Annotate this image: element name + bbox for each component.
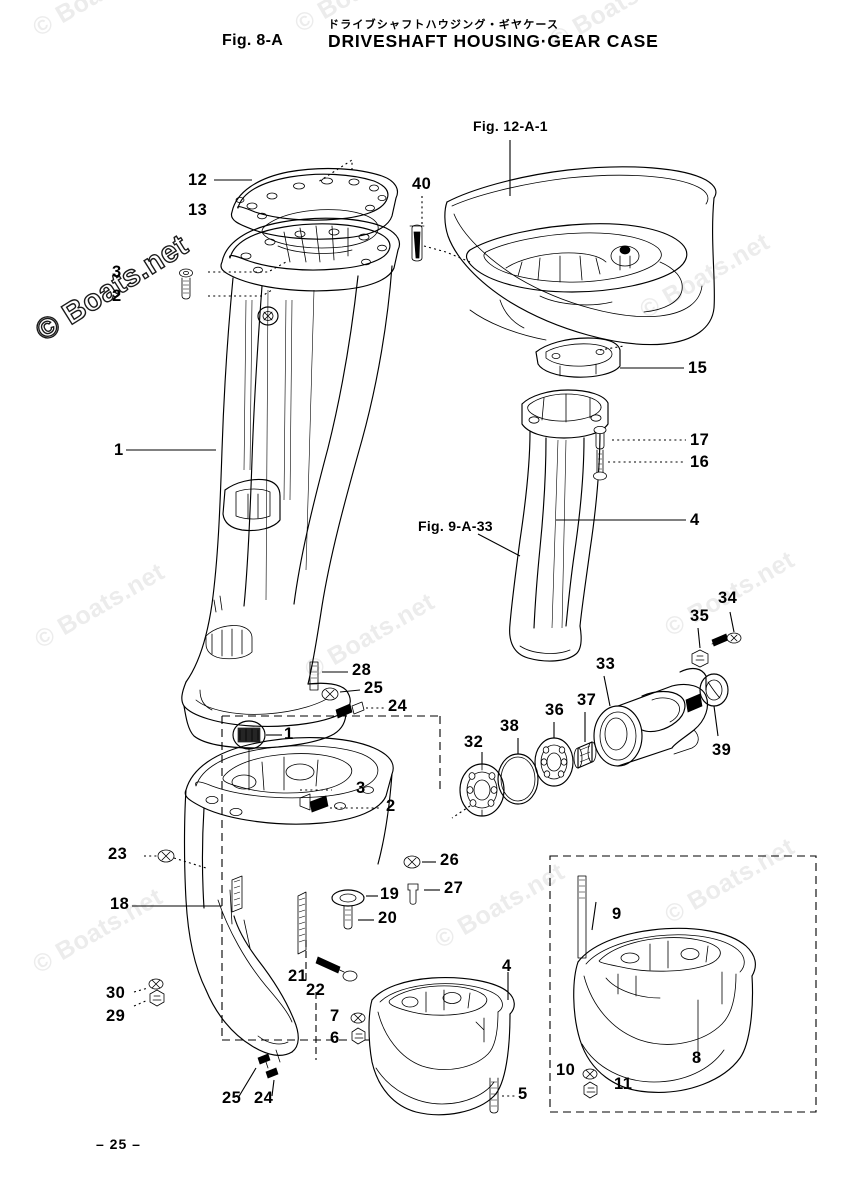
callout-10[interactable]: 10 (556, 1061, 576, 1079)
leader-39 (713, 705, 719, 737)
leader-32b (451, 805, 471, 819)
callout-34[interactable]: 34 (718, 589, 738, 607)
leader-34 (729, 611, 735, 633)
callout-13[interactable]: 13 (188, 201, 208, 219)
group-box-bottom-right (549, 855, 817, 1113)
callout-26[interactable]: 26 (440, 851, 460, 869)
callout-36[interactable]: 36 (545, 701, 565, 719)
page-title: DRIVESHAFT HOUSING·GEAR CASE (328, 31, 659, 51)
callout-4-upper[interactable]: 4 (690, 511, 700, 529)
callout-1-upper[interactable]: 1 (114, 441, 124, 459)
callout-16[interactable]: 16 (690, 453, 710, 471)
figure-number: Fig. 8-A (222, 32, 284, 49)
callout-12[interactable]: 12 (188, 171, 208, 189)
washer-7-6 (350, 1012, 366, 1045)
leader-25a (339, 689, 361, 693)
callout-17[interactable]: 17 (690, 431, 710, 449)
callout-2-upper[interactable]: 2 (112, 287, 122, 305)
bolt-washer-2-3 (179, 268, 193, 300)
callout-15[interactable]: 15 (688, 359, 708, 377)
callout-3-lower[interactable]: 3 (356, 779, 366, 797)
gear-case-bottom-center (368, 977, 515, 1116)
figure-reference-9a33[interactable]: Fig. 9-A-33 (418, 518, 493, 534)
fastener-25-24-bottom (257, 1053, 279, 1079)
callout-4-lower[interactable]: 4 (502, 957, 512, 975)
leader-23b (173, 857, 207, 869)
callout-3-upper[interactable]: 3 (112, 263, 122, 281)
callout-30[interactable]: 30 (106, 984, 126, 1002)
page-number: – 25 – (96, 1136, 141, 1152)
leader-2a (208, 289, 273, 297)
callout-28[interactable]: 28 (352, 661, 372, 679)
watermark: © Boats.net (660, 832, 800, 930)
washer-26 (403, 855, 421, 869)
drain-plug-19-20 (331, 889, 365, 930)
upper-casing-4 (509, 389, 609, 662)
watermark: © Boats.net (430, 857, 570, 955)
leader-fig9a33 (477, 533, 521, 557)
callout-9[interactable]: 9 (612, 905, 622, 923)
callout-7[interactable]: 7 (330, 1007, 340, 1025)
callout-24-lower[interactable]: 24 (254, 1089, 274, 1107)
leader-35 (697, 627, 701, 649)
callout-18[interactable]: 18 (110, 895, 130, 913)
callout-11[interactable]: 11 (614, 1075, 633, 1093)
washer-25 (321, 687, 339, 701)
callout-33[interactable]: 33 (596, 655, 616, 673)
watermark: © Boats.net (635, 227, 775, 325)
nuts-30-29 (148, 978, 165, 1007)
leader-30 (133, 987, 149, 993)
callout-5[interactable]: 5 (518, 1085, 528, 1103)
title-kana: ドライブシャフトハウジング・ギヤケース (328, 19, 560, 31)
callout-6[interactable]: 6 (330, 1029, 340, 1047)
leader-33 (603, 675, 611, 707)
callout-23[interactable]: 23 (108, 845, 128, 863)
callout-38[interactable]: 38 (500, 717, 520, 735)
callout-1-lower[interactable]: 1 (284, 725, 294, 743)
callout-21[interactable]: 21 (288, 967, 308, 985)
leader-13 (317, 158, 353, 183)
leader-40b (423, 245, 471, 263)
leader-3a (208, 261, 287, 273)
callout-29[interactable]: 29 (106, 1007, 126, 1025)
callout-19[interactable]: 19 (380, 885, 400, 903)
screw-24 (335, 701, 365, 719)
leader-9 (591, 901, 597, 931)
callout-40[interactable]: 40 (412, 175, 432, 193)
nut-23 (157, 849, 175, 863)
callout-25-upper[interactable]: 25 (364, 679, 384, 697)
bolt-3-2-lower (299, 793, 329, 813)
sleeve-28 (309, 661, 319, 691)
callout-37[interactable]: 37 (577, 691, 597, 709)
watermark: © Boats.net (28, 0, 168, 43)
callout-35[interactable]: 35 (690, 607, 710, 625)
leader-15b (599, 345, 625, 351)
callout-27[interactable]: 27 (444, 879, 464, 897)
callout-8[interactable]: 8 (692, 1049, 702, 1067)
callout-32[interactable]: 32 (464, 733, 484, 751)
callout-2-lower[interactable]: 2 (386, 797, 396, 815)
callout-20[interactable]: 20 (378, 909, 398, 927)
mount-plate-15 (535, 337, 621, 378)
leader-29 (133, 999, 149, 1007)
callout-22[interactable]: 22 (306, 981, 326, 999)
figure-reference-12a1[interactable]: Fig. 12-A-1 (473, 118, 548, 134)
callout-25-lower[interactable]: 25 (222, 1089, 242, 1107)
watermark: © Boats.net (28, 882, 168, 980)
bolt-27 (407, 883, 419, 905)
part-40-clip (409, 224, 425, 262)
callout-39[interactable]: 39 (712, 741, 732, 759)
collar-nut-1 (232, 720, 266, 791)
callout-24-upper[interactable]: 24 (388, 697, 408, 715)
watermark: © Boats.net (30, 557, 170, 655)
lower-cowling-upper-right (444, 166, 717, 346)
gear-case-bottom-right (573, 875, 756, 1099)
